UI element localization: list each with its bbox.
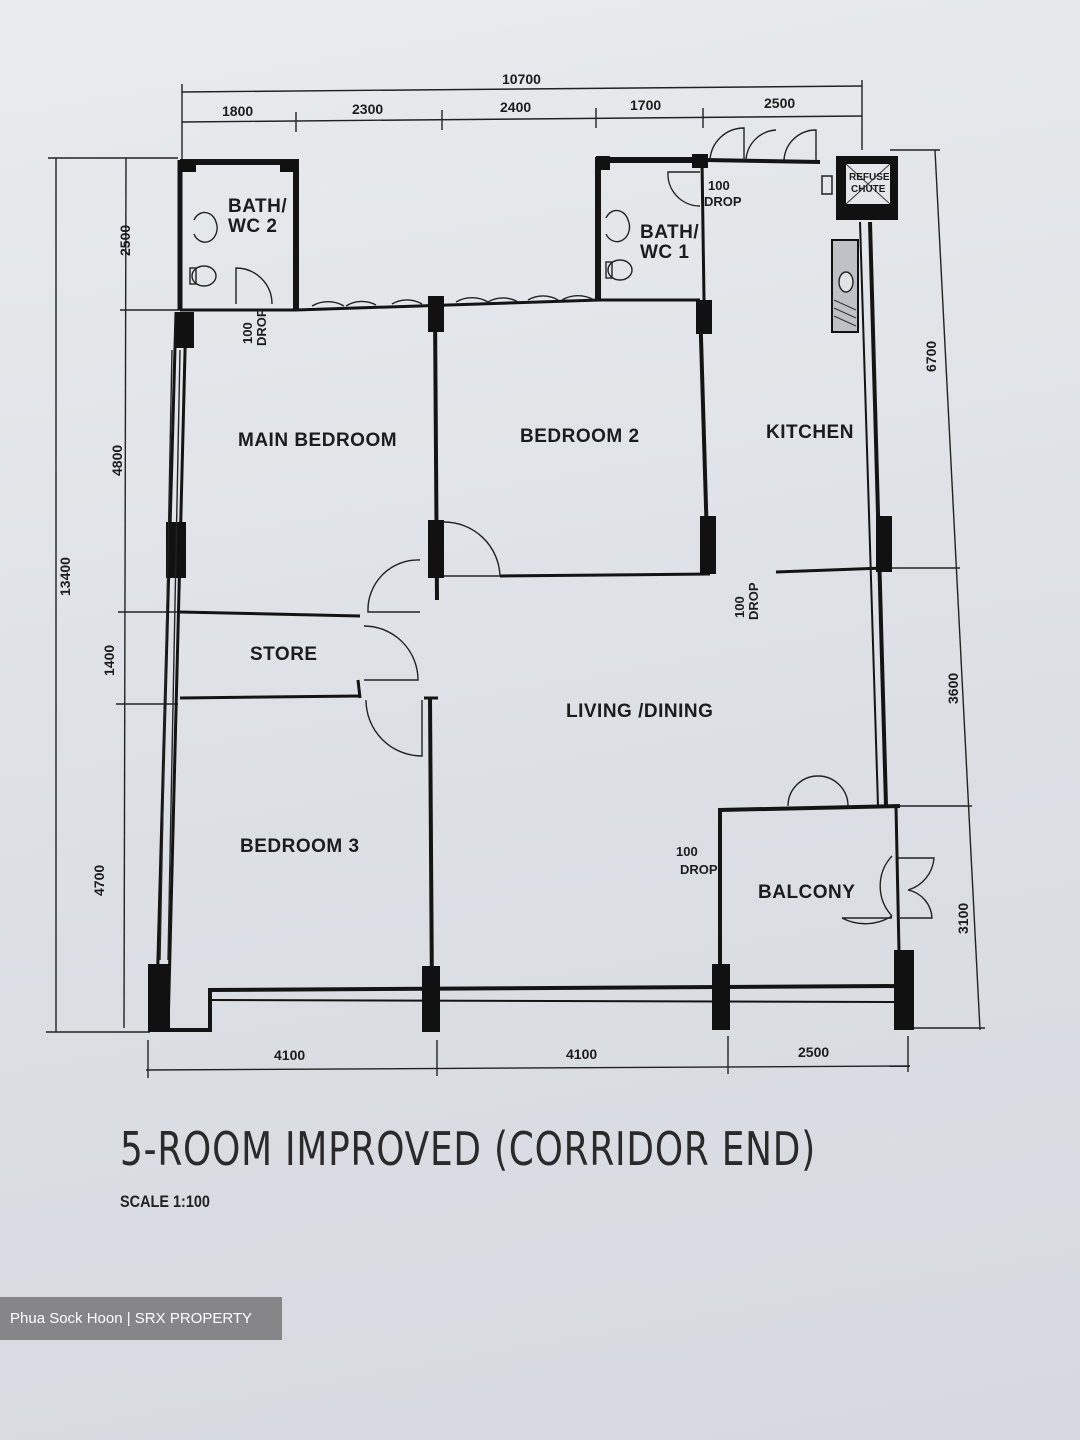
dim-right-2: 3600 <box>945 673 961 704</box>
dim-top-2: 2300 <box>352 101 383 117</box>
kitchen-label: KITCHEN <box>766 422 854 443</box>
structural-columns <box>148 154 914 1032</box>
bath-wc1-label: WC 1 <box>640 242 690 263</box>
drop-note-value: 100 <box>676 844 698 859</box>
dim-top-3: 2400 <box>500 99 531 115</box>
room-labels: BATH/ WC 2 BATH/ WC 1 MAIN BEDROOM BEDRO… <box>228 172 890 903</box>
store-label: STORE <box>250 644 318 665</box>
refuse-chute-label: REFUSE <box>849 172 890 183</box>
plan-scale: SCALE 1:100 <box>120 1192 210 1211</box>
bath-wc2-label: BATH/ <box>228 196 287 217</box>
balcony-label: BALCONY <box>758 882 855 903</box>
main-bedroom-label: MAIN BEDROOM <box>238 430 397 451</box>
dim-bottom-2: 4100 <box>566 1046 597 1062</box>
living-dining-label: LIVING /DINING <box>566 701 713 722</box>
drop-note-value: 100 <box>708 178 730 193</box>
dim-left-total: 13400 <box>57 557 73 596</box>
refuse-chute-label: CHUTE <box>851 184 886 195</box>
dim-top-4: 1700 <box>630 97 661 113</box>
bedroom-3-label: BEDROOM 3 <box>240 836 360 857</box>
bath-wc2-label: WC 2 <box>228 216 278 237</box>
watermark-credit: Phua Sock Hoon | SRX PROPERTY <box>0 1297 282 1340</box>
dim-top-1: 1800 <box>222 103 253 119</box>
dimension-labels: 10700 1800 2300 2400 1700 2500 4100 4100… <box>57 71 971 1063</box>
plan-title: 5-ROOM IMPROVED (CORRIDOR END) <box>120 1122 817 1176</box>
drop-note-word: DROP <box>746 582 761 620</box>
dimension-lines <box>46 80 985 1078</box>
dim-left-4: 4700 <box>91 865 107 896</box>
dim-bottom-3: 2500 <box>798 1044 829 1060</box>
fixtures <box>159 156 898 961</box>
dim-top-5: 2500 <box>764 95 795 111</box>
drop-note-value: 100 <box>240 322 255 344</box>
door-swings <box>235 127 935 925</box>
dim-right-1: 6700 <box>923 341 939 372</box>
dim-top-total: 10700 <box>502 71 541 87</box>
dim-left-2: 4800 <box>109 445 125 476</box>
kitchen-sink <box>831 239 859 333</box>
dim-right-3: 3100 <box>955 903 971 934</box>
bath-wc1-label: BATH/ <box>640 222 699 243</box>
bedroom-2-label: BEDROOM 2 <box>520 426 640 447</box>
drop-note-word: DROP <box>680 862 718 877</box>
wc1-fixtures <box>605 209 633 281</box>
drop-notes: 100 DROP 100 DROP 100 DROP 100 DROP <box>240 178 761 877</box>
drop-note-value: 100 <box>732 596 747 618</box>
drop-note-word: DROP <box>254 308 269 346</box>
dim-left-1: 2500 <box>117 225 133 256</box>
refuse-chute-block <box>821 156 898 220</box>
wc2-fixtures <box>189 211 218 287</box>
drop-note-word: DROP <box>704 194 742 209</box>
dim-left-3: 1400 <box>101 645 117 676</box>
dim-bottom-1: 4100 <box>274 1047 305 1063</box>
